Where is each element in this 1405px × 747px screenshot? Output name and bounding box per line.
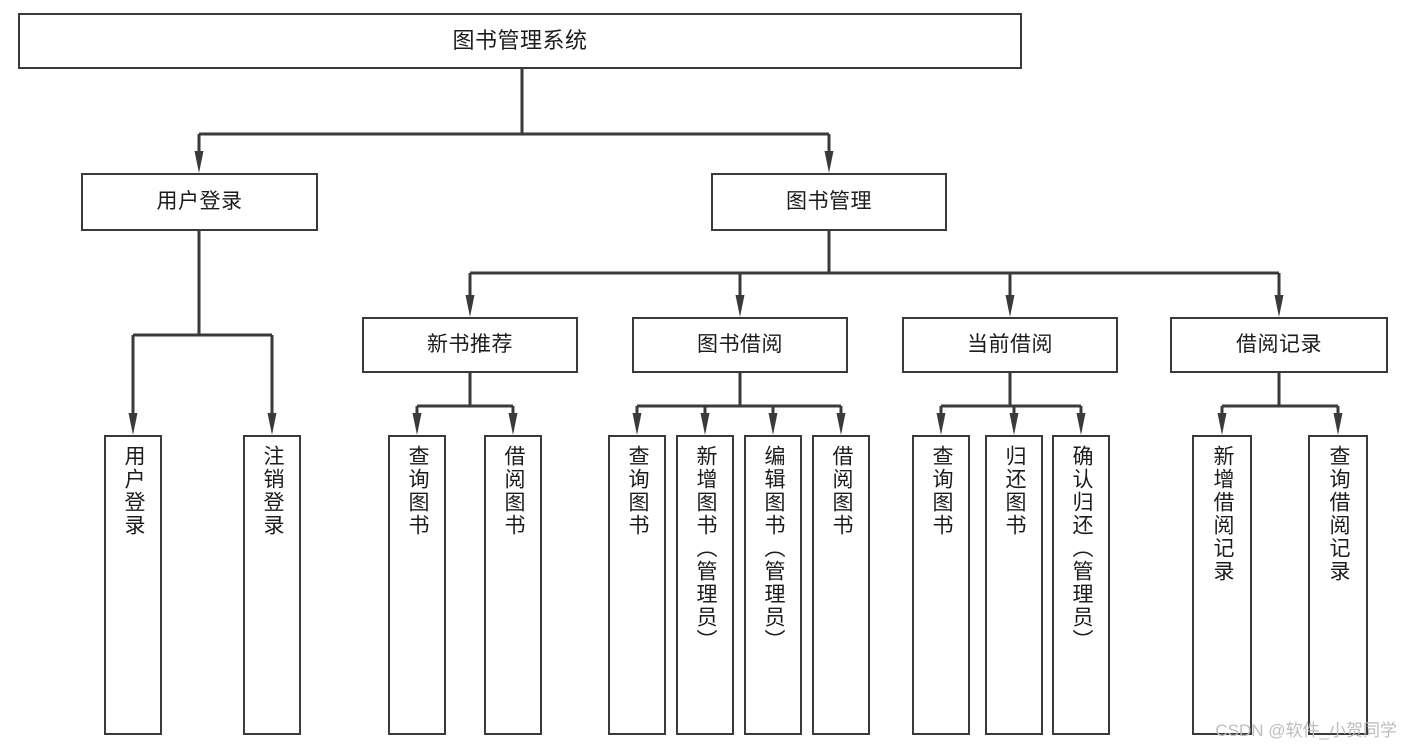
watermark: CSDN @软件_小贺同学 <box>1215 721 1397 740</box>
node-leaf-borrow-book-rec[interactable]: 借阅图书 <box>484 435 542 735</box>
node-label: 归还图书 <box>1003 445 1027 537</box>
node-book-manage[interactable]: 图书管理 <box>711 173 947 231</box>
node-leaf-borrow-book[interactable]: 借阅图书 <box>812 435 870 735</box>
node-label: 注销登录 <box>261 445 285 537</box>
node-current-borrow[interactable]: 当前借阅 <box>902 317 1118 373</box>
node-leaf-query-book-rec[interactable]: 查询图书 <box>388 435 446 735</box>
node-label: 用户登录 <box>156 189 243 213</box>
node-label: 新书推荐 <box>427 332 513 356</box>
node-leaf-query-book-cur[interactable]: 查询图书 <box>912 435 970 735</box>
node-leaf-edit-book[interactable]: 编辑图书（管理员） <box>744 435 802 735</box>
node-label: 借阅图书 <box>830 445 854 537</box>
node-root[interactable]: 图书管理系统 <box>18 13 1022 69</box>
node-label: 查询图书 <box>626 445 650 537</box>
node-new-book-recommend[interactable]: 新书推荐 <box>362 317 578 373</box>
node-leaf-logout[interactable]: 注销登录 <box>243 435 301 735</box>
node-label: 查询借阅记录 <box>1327 445 1351 583</box>
node-label: 用户登录 <box>122 445 146 537</box>
node-leaf-user-login[interactable]: 用户登录 <box>104 435 162 735</box>
node-leaf-add-book[interactable]: 新增图书（管理员） <box>676 435 734 735</box>
node-label: 确认归还（管理员） <box>1070 445 1094 652</box>
node-label: 借阅图书 <box>502 445 526 537</box>
node-label: 新增图书（管理员） <box>694 445 718 652</box>
node-leaf-query-record[interactable]: 查询借阅记录 <box>1308 435 1368 735</box>
node-label: 借阅记录 <box>1236 332 1322 356</box>
node-leaf-query-book-borrow[interactable]: 查询图书 <box>608 435 666 735</box>
node-label: 查询图书 <box>930 445 954 537</box>
node-label: 图书借阅 <box>697 332 783 356</box>
node-label: 图书管理 <box>786 189 872 213</box>
node-leaf-add-record[interactable]: 新增借阅记录 <box>1192 435 1252 735</box>
node-user-login[interactable]: 用户登录 <box>81 173 318 231</box>
node-label: 查询图书 <box>406 445 430 537</box>
node-leaf-confirm-return[interactable]: 确认归还（管理员） <box>1052 435 1110 735</box>
node-borrow-record[interactable]: 借阅记录 <box>1170 317 1388 373</box>
node-label: 编辑图书（管理员） <box>762 445 786 652</box>
node-book-borrow[interactable]: 图书借阅 <box>632 317 848 373</box>
node-label: 新增借阅记录 <box>1211 445 1235 583</box>
node-label: 图书管理系统 <box>452 28 588 54</box>
node-label: 当前借阅 <box>967 332 1053 356</box>
node-leaf-return-book[interactable]: 归还图书 <box>985 435 1043 735</box>
